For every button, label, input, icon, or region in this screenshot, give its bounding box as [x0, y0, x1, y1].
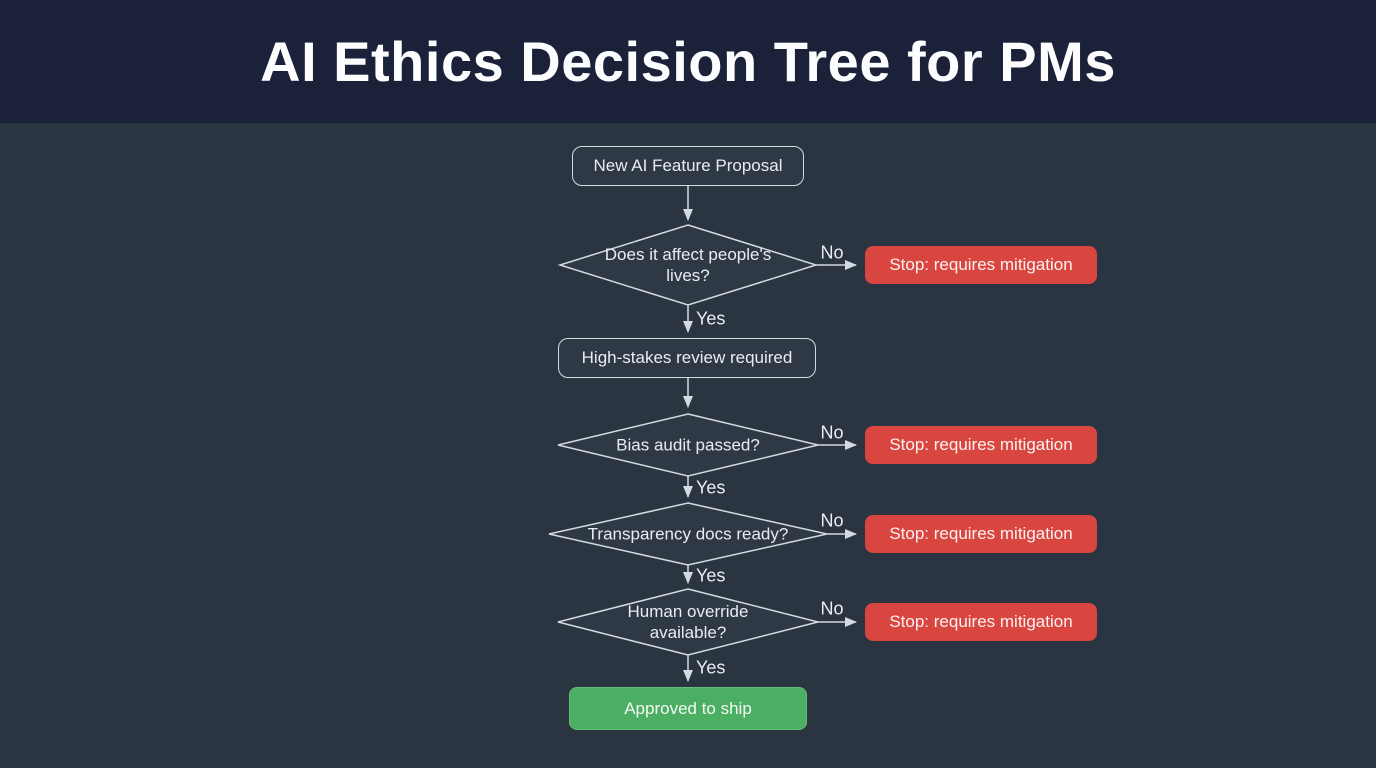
- edge-label-yes-2: Yes: [696, 477, 726, 498]
- node-high-stakes-review: High-stakes review required: [558, 338, 816, 378]
- flowchart-canvas: New AI Feature Proposal Stop: requires m…: [0, 123, 1376, 768]
- edge-label-yes-4: Yes: [696, 657, 726, 678]
- decision1-diamond: [557, 224, 819, 306]
- header: AI Ethics Decision Tree for PMs: [0, 0, 1376, 123]
- decision1-label: Does it affect people's lives?: [604, 244, 772, 285]
- node-stop-2: Stop: requires mitigation: [865, 426, 1097, 464]
- edge-label-yes-3: Yes: [696, 565, 726, 586]
- flowchart-edges: [548, 186, 857, 682]
- node-approved: Approved to ship: [569, 687, 807, 730]
- node-stop-1: Stop: requires mitigation: [865, 246, 1097, 284]
- decision4-label: Human override available?: [627, 601, 749, 642]
- node-stop-3: Stop: requires mitigation: [865, 515, 1097, 553]
- decision4-diamond: [557, 588, 819, 656]
- decision2-diamond: [557, 413, 819, 477]
- edge-label-no-1: No: [820, 242, 844, 263]
- node-stop-4: Stop: requires mitigation: [865, 603, 1097, 641]
- edge-label-no-3: No: [820, 510, 844, 531]
- node-start: New AI Feature Proposal: [572, 146, 804, 186]
- decision2-label: Bias audit passed?: [616, 435, 760, 455]
- edge-label-yes-1: Yes: [696, 308, 726, 329]
- page-title: AI Ethics Decision Tree for PMs: [260, 30, 1116, 93]
- decision3-label: Transparency docs ready?: [587, 524, 789, 544]
- decision3-diamond: [548, 502, 828, 566]
- edge-label-no-4: No: [820, 598, 844, 619]
- edge-label-no-2: No: [820, 422, 844, 443]
